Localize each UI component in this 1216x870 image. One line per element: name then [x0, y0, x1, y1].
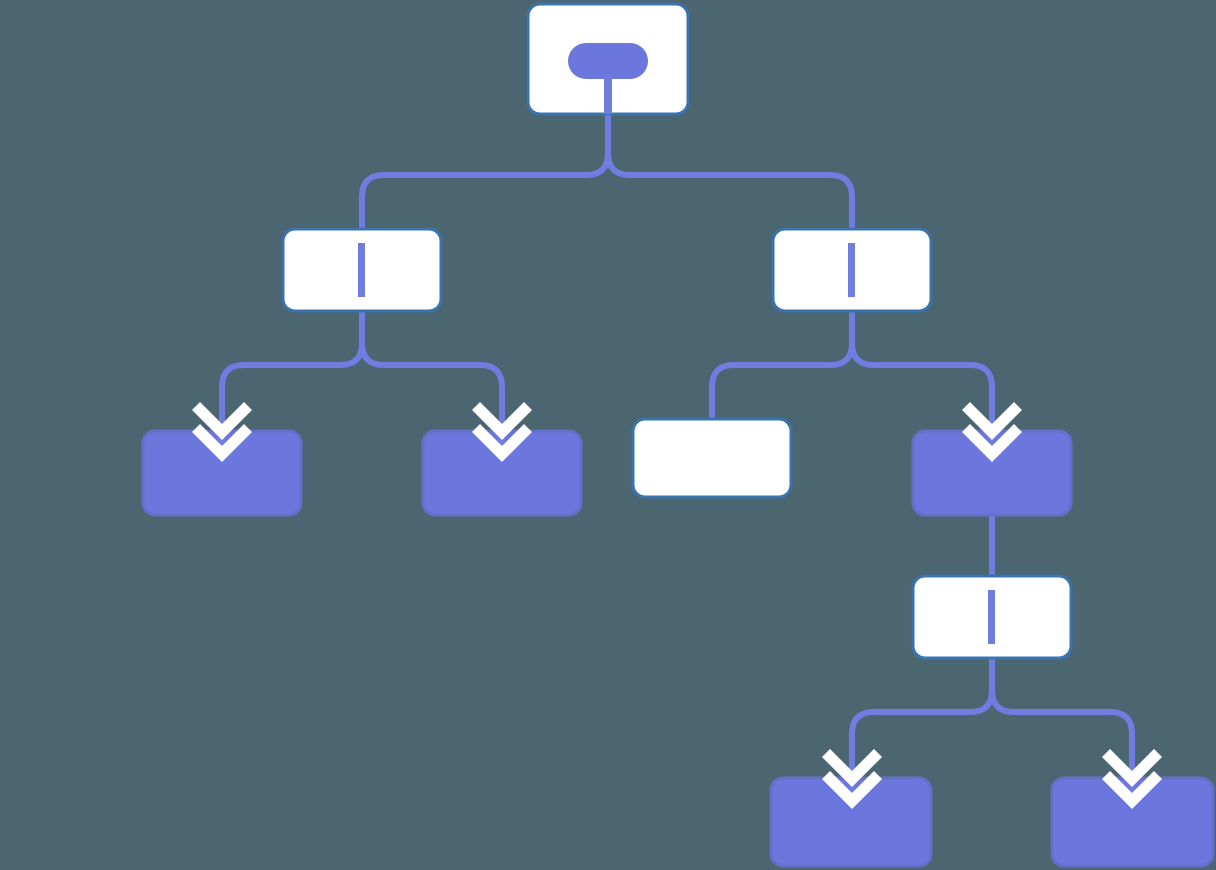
- passthrough-line-icon: [988, 590, 995, 644]
- arrow-stub-layer: [219, 398, 1135, 795]
- edge-root-to-right[interactable]: [605, 58, 855, 229]
- arrow-stem-d: [989, 398, 995, 448]
- arrow-stem-a: [219, 398, 225, 448]
- edge-layer: [219, 58, 1135, 778]
- passthrough-line-icon: [848, 243, 855, 297]
- pill-stem-icon: [604, 75, 612, 114]
- edge-left-to-b[interactable]: [359, 240, 505, 431]
- arrow-stem-b: [499, 398, 505, 448]
- leaf-node-c-box[interactable]: [631, 417, 793, 499]
- edge-right-to-d[interactable]: [849, 240, 995, 431]
- leaf-node-c[interactable]: [631, 417, 793, 499]
- pill-marker-icon: [568, 43, 648, 79]
- branch-node-left[interactable]: [281, 227, 443, 313]
- passthrough-line-icon: [358, 243, 365, 297]
- arrow-stem-e: [849, 745, 855, 795]
- edge-lower-to-f[interactable]: [989, 587, 1135, 778]
- branch-node-right[interactable]: [771, 227, 933, 313]
- branch-node-lower[interactable]: [911, 574, 1073, 660]
- arrow-stem-f: [1129, 745, 1135, 795]
- purple-node-layer: [141, 429, 1215, 868]
- root-node[interactable]: [526, 2, 690, 116]
- white-node-layer: [281, 2, 1073, 660]
